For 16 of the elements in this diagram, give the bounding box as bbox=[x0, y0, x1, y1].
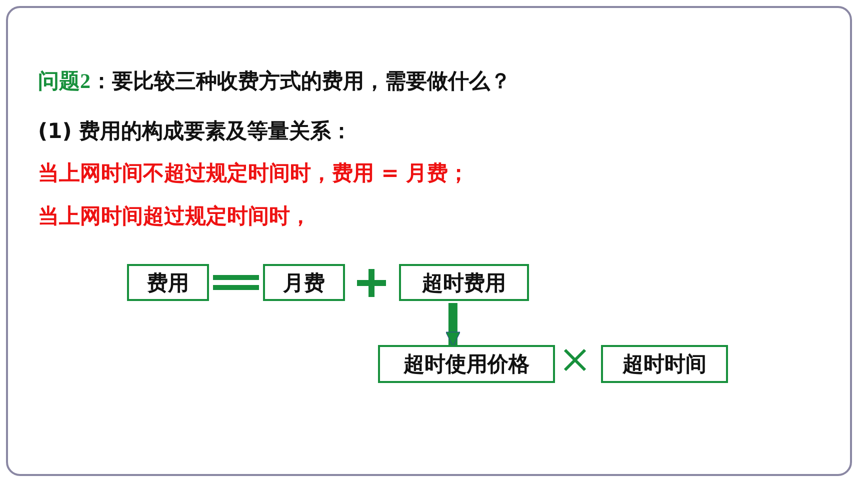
question-text: ：要比较三种收费方式的费用，需要做什么？ bbox=[91, 69, 511, 94]
question-text: 问题2 bbox=[38, 69, 90, 94]
term-box bbox=[399, 264, 529, 301]
term-text: 超时费用 bbox=[422, 270, 506, 296]
term-box bbox=[601, 345, 728, 383]
term-box bbox=[263, 264, 345, 301]
term-box bbox=[127, 264, 209, 301]
term-text: 月费 bbox=[283, 270, 325, 296]
term-text: 费用 bbox=[147, 270, 189, 296]
arrow bbox=[445, 303, 460, 347]
term-text: 超时时间 bbox=[622, 351, 706, 378]
term-box bbox=[378, 345, 555, 383]
term-text: 超时使用价格 bbox=[404, 351, 530, 378]
condition-text: 当上网时间不超过规定时间时，费用 = 月费； bbox=[38, 161, 470, 186]
condition-text: 当上网时间超过规定时间时， bbox=[38, 204, 311, 230]
heading-text: (1) 费用的构成要素及等量关系： bbox=[38, 119, 352, 144]
